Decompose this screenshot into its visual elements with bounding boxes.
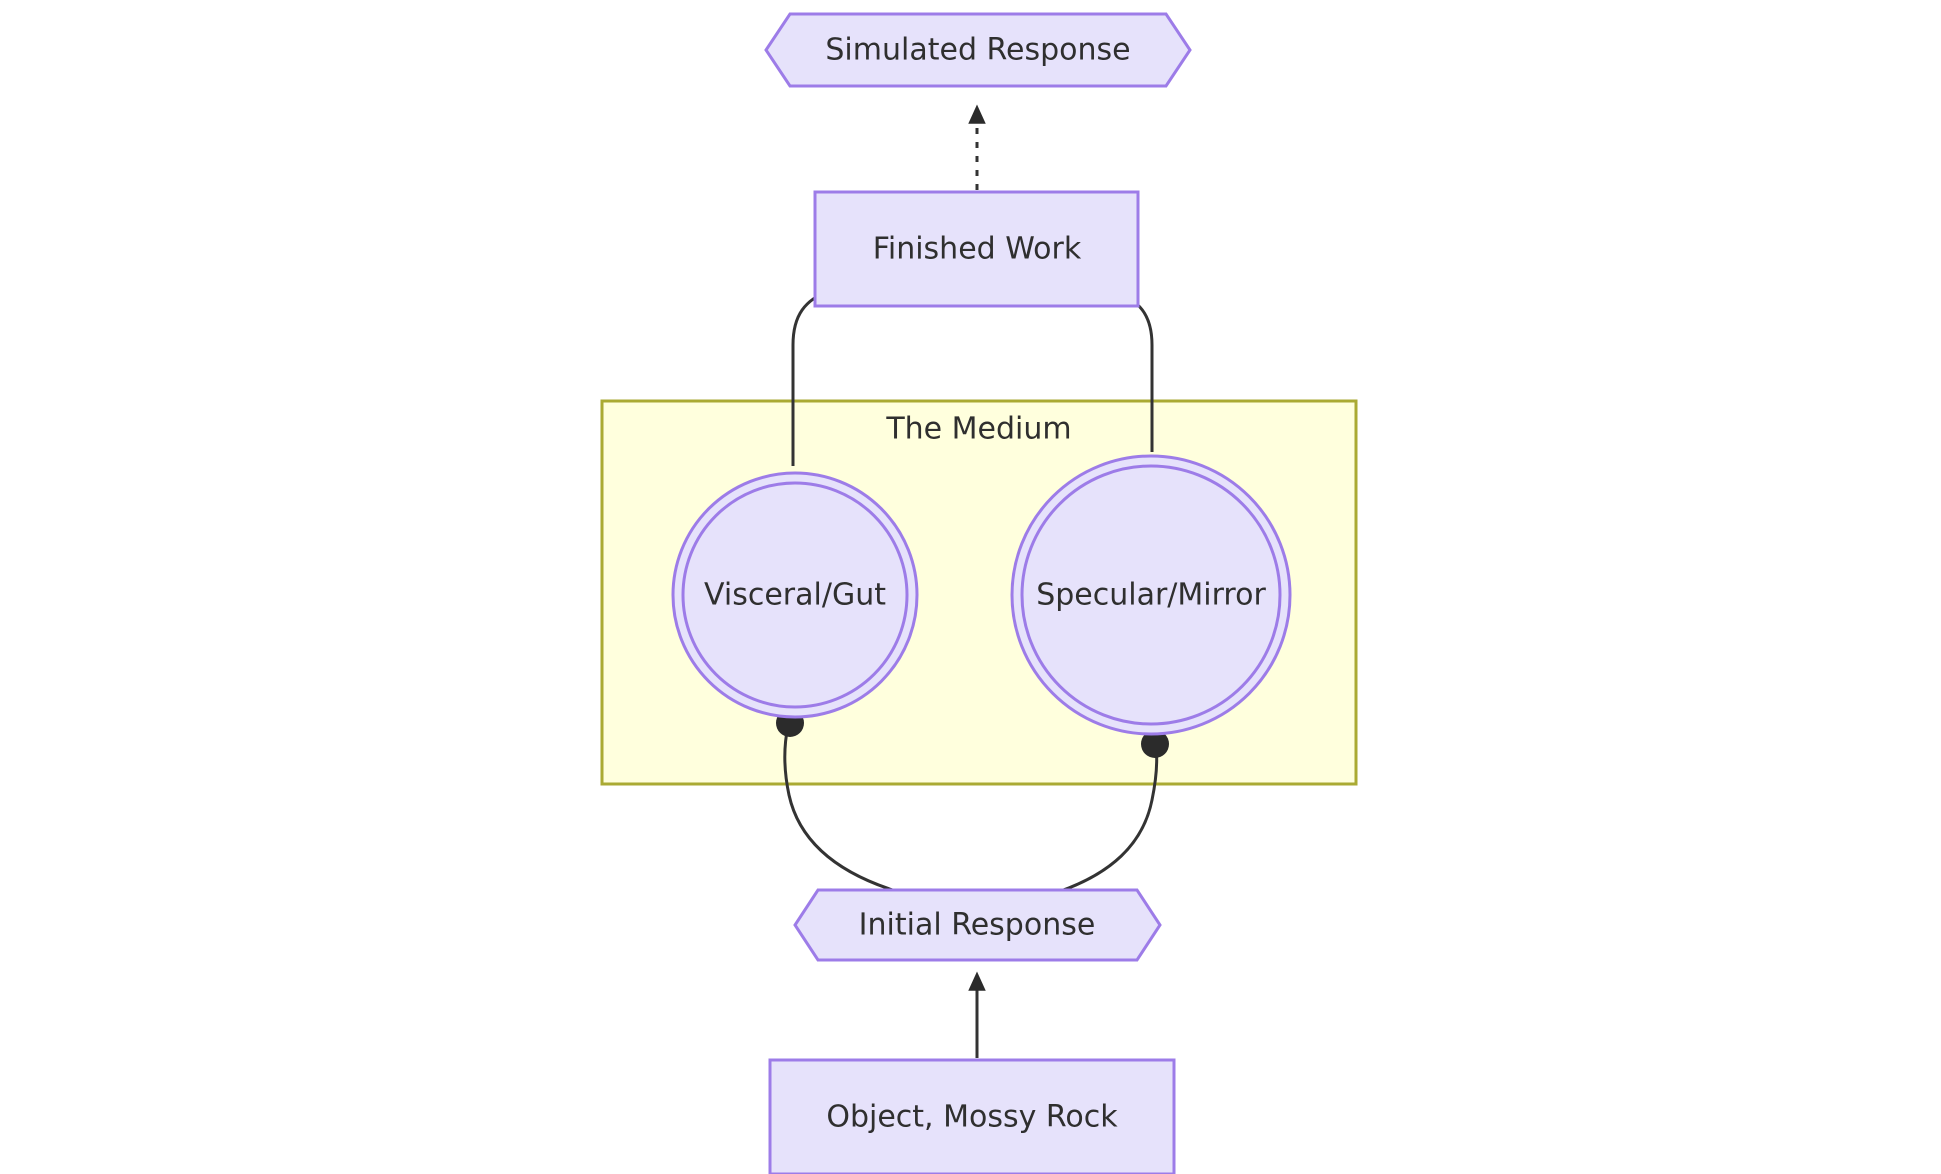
node-initial-response[interactable]: Initial Response xyxy=(793,888,1162,962)
node-visceral-gut[interactable]: Visceral/Gut xyxy=(671,471,919,719)
node-specular-mirror-label: Specular/Mirror xyxy=(1036,578,1266,613)
node-finished-work[interactable]: Finished Work xyxy=(813,190,1140,308)
node-simulated-response-label: Simulated Response xyxy=(825,33,1130,68)
node-finished-work-shape[interactable] xyxy=(813,190,1140,308)
node-specular-mirror[interactable]: Specular/Mirror xyxy=(1010,454,1292,736)
cluster-the-medium-label: The Medium xyxy=(885,412,1071,447)
edge-initial-response-to-specular-mirror xyxy=(1057,730,1169,894)
node-initial-response-shape[interactable] xyxy=(793,888,1162,962)
node-object-mossy-rock[interactable]: Object, Mossy Rock xyxy=(768,1058,1176,1174)
node-object-mossy-rock-label: Object, Mossy Rock xyxy=(826,1100,1118,1135)
node-initial-response-label: Initial Response xyxy=(859,908,1096,943)
node-specular-mirror-inner-circle[interactable] xyxy=(1020,464,1282,726)
node-finished-work-label: Finished Work xyxy=(873,232,1082,267)
node-visceral-gut-label: Visceral/Gut xyxy=(704,578,886,613)
node-simulated-response[interactable]: Simulated Response xyxy=(764,12,1192,88)
node-simulated-response-shape[interactable] xyxy=(764,12,1192,88)
edge-terminus-dot-specular xyxy=(1141,730,1169,758)
node-object-mossy-rock-shape[interactable] xyxy=(768,1058,1176,1174)
node-visceral-gut-inner-circle[interactable] xyxy=(681,481,909,709)
